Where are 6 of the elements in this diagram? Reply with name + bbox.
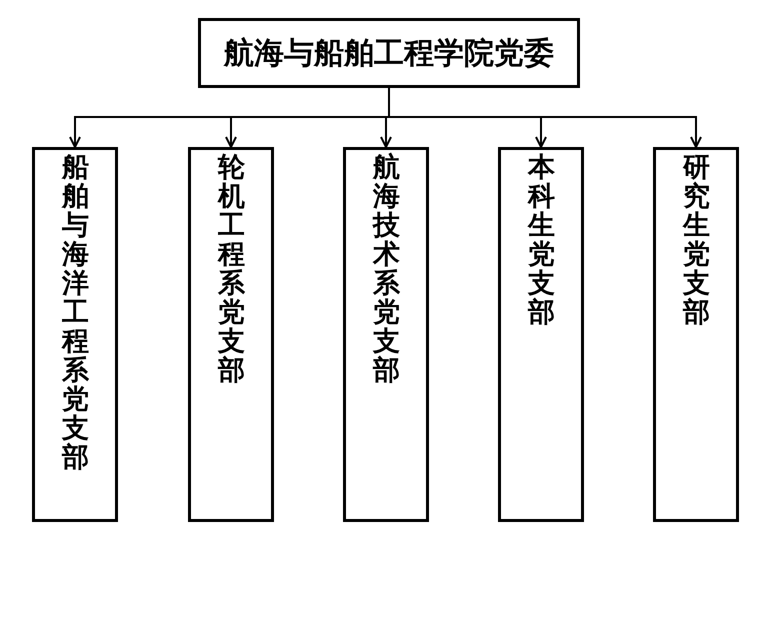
branch-box: 研究生党支部 (653, 147, 739, 522)
branch-box: 轮机工程系党支部 (188, 147, 274, 522)
branch-box: 船舶与海洋工程系党支部 (32, 147, 118, 522)
branch-box: 本科生党支部 (498, 147, 584, 522)
committee-box: 航海与船舶工程学院党委 (198, 18, 580, 88)
branch-box: 航海技术系党支部 (343, 147, 429, 522)
